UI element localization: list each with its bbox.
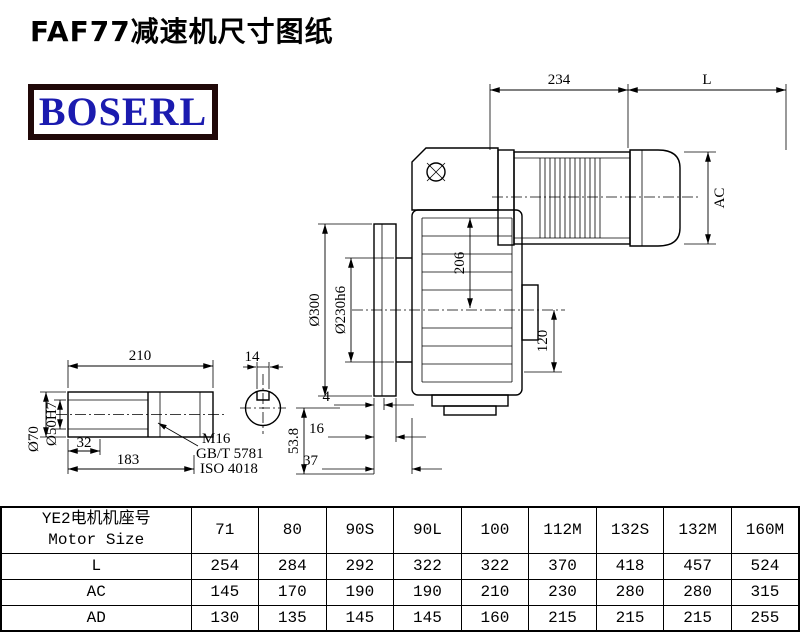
dimensions-group: 234 L AC 206 Ø300 Ø230h6 120 bbox=[26, 72, 787, 477]
thread-note-gb: GB/T 5781 bbox=[196, 446, 264, 462]
table-cell: 322 bbox=[460, 552, 530, 580]
shaft-detail-view bbox=[56, 391, 226, 438]
col-header: 132M bbox=[663, 506, 732, 554]
motor-fins-icon bbox=[539, 158, 601, 238]
keyway-end-view bbox=[240, 374, 286, 434]
col-header: 80 bbox=[258, 506, 327, 554]
dim-210: 210 bbox=[129, 348, 152, 364]
col-header: 132S bbox=[595, 506, 665, 554]
table-cell: 254 bbox=[190, 552, 260, 580]
motor-view bbox=[497, 149, 681, 247]
bolt-icon bbox=[426, 162, 446, 182]
dim-32: 32 bbox=[77, 435, 92, 451]
table-cell: 145 bbox=[190, 578, 260, 606]
header-line2: Motor Size bbox=[48, 531, 145, 550]
table-cell: 190 bbox=[393, 578, 462, 606]
table-cell: 135 bbox=[258, 604, 327, 632]
table-cell: 280 bbox=[595, 578, 665, 606]
dim-120: 120 bbox=[535, 330, 551, 353]
table-cell: 215 bbox=[595, 604, 665, 632]
table-cell: 190 bbox=[325, 578, 395, 606]
table-row-AC: AC 145 170 190 190 210 230 280 280 315 bbox=[0, 578, 800, 606]
table-cell: 230 bbox=[528, 578, 597, 606]
table-cell: 210 bbox=[460, 578, 530, 606]
table-cell: 255 bbox=[730, 604, 800, 632]
table-cell: 280 bbox=[663, 578, 732, 606]
table-row-L: L 254 284 292 322 322 370 418 457 524 bbox=[0, 552, 800, 580]
boserl-logo: BOSERL bbox=[28, 84, 218, 140]
header-motor-size: YE2电机机座号 Motor Size bbox=[0, 506, 192, 554]
dim-234: 234 bbox=[548, 72, 571, 88]
boserl-logo-text: BOSERL bbox=[38, 89, 208, 134]
dim-14: 14 bbox=[245, 349, 261, 365]
table-cell: 524 bbox=[730, 552, 800, 580]
table-cell: 418 bbox=[595, 552, 665, 580]
table-cell: 457 bbox=[663, 552, 732, 580]
dim-4: 4 bbox=[323, 389, 331, 405]
col-header: 100 bbox=[460, 506, 530, 554]
page-title: FAF77减速机尺寸图纸 bbox=[30, 15, 334, 48]
main-assembly-view bbox=[352, 147, 700, 416]
table-header-row: YE2电机机座号 Motor Size 71 80 90S 90L 100 11… bbox=[0, 506, 800, 554]
table-cell: 170 bbox=[258, 578, 327, 606]
dim-37: 37 bbox=[303, 453, 319, 469]
table-cell: 284 bbox=[258, 552, 327, 580]
row-label: L bbox=[0, 552, 192, 580]
dim-L: L bbox=[702, 72, 711, 88]
dim-spigot: Ø230h6 bbox=[333, 285, 349, 334]
table-cell: 370 bbox=[528, 552, 597, 580]
thread-note-iso: ISO 4018 bbox=[200, 461, 258, 477]
dim-183: 183 bbox=[117, 452, 140, 468]
dim-16: 16 bbox=[309, 421, 325, 437]
col-header: 90L bbox=[393, 506, 462, 554]
dim-53-8: 53.8 bbox=[286, 428, 302, 454]
header-line1: YE2电机机座号 bbox=[41, 510, 151, 529]
dim-shaft-od: Ø70 bbox=[26, 426, 42, 452]
row-label: AC bbox=[0, 578, 192, 606]
dim-206: 206 bbox=[452, 251, 468, 274]
table-cell: 145 bbox=[393, 604, 462, 632]
row-label: AD bbox=[0, 604, 192, 632]
table-cell: 215 bbox=[528, 604, 597, 632]
dim-bore: Ø50H7 bbox=[44, 401, 60, 446]
table-cell: 322 bbox=[393, 552, 462, 580]
col-header: 90S bbox=[325, 506, 395, 554]
table-cell: 315 bbox=[730, 578, 800, 606]
col-header: 160M bbox=[730, 506, 800, 554]
table-cell: 130 bbox=[190, 604, 260, 632]
table-cell: 215 bbox=[663, 604, 732, 632]
table-cell: 292 bbox=[325, 552, 395, 580]
table-row-AD: AD 130 135 145 145 160 215 215 215 255 bbox=[0, 604, 800, 632]
col-header: 71 bbox=[190, 506, 260, 554]
motor-dimension-table: YE2电机机座号 Motor Size 71 80 90S 90L 100 11… bbox=[0, 506, 800, 632]
dim-AC: AC bbox=[712, 188, 728, 209]
table-cell: 160 bbox=[460, 604, 530, 632]
technical-drawing: 234 L AC 206 Ø300 Ø230h6 120 bbox=[26, 72, 787, 477]
dim-flange-od: Ø300 bbox=[307, 293, 323, 326]
col-header: 112M bbox=[528, 506, 597, 554]
thread-note-m16: M16 bbox=[202, 431, 231, 447]
table-cell: 145 bbox=[325, 604, 395, 632]
